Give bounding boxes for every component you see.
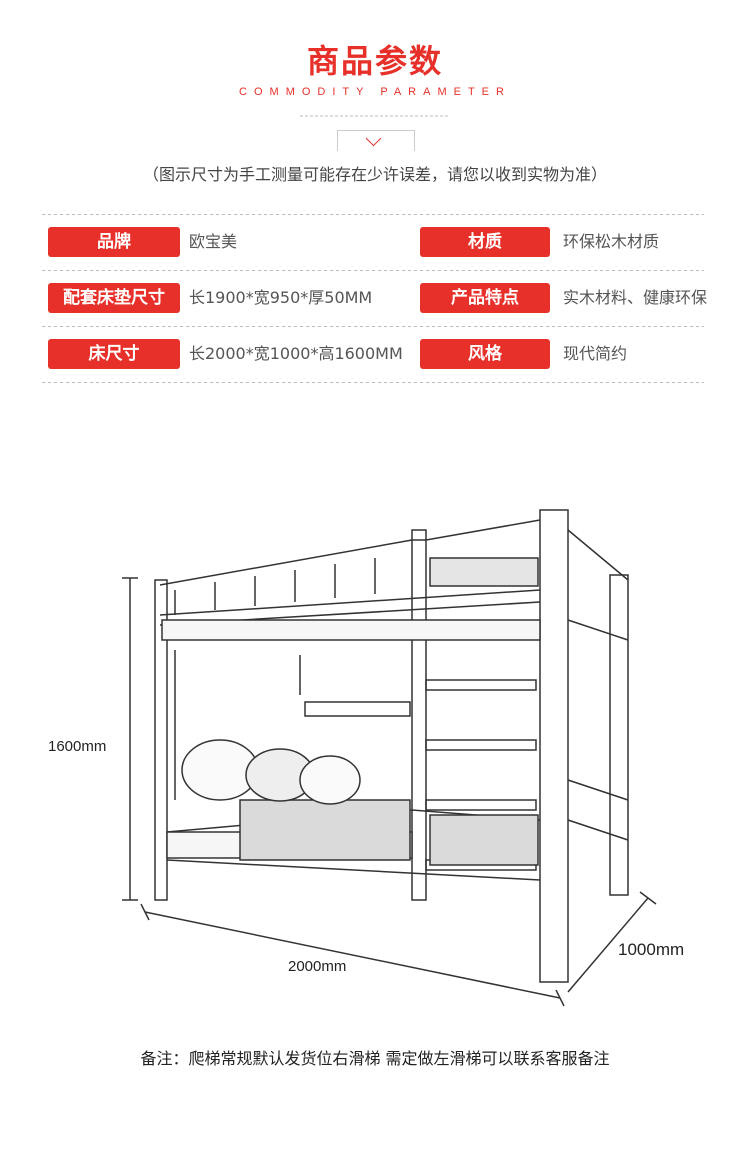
param-value-style: 现代简约 [563,344,628,363]
param-label-material: 材质 [420,227,550,257]
measurement-note: （图示尺寸为手工测量可能存在少许误差，请您以收到实物为准） [142,165,607,184]
decorative-line [300,115,450,117]
param-label-style: 风格 [420,339,550,369]
param-value-brand: 欧宝美 [189,232,238,251]
chevron-box [337,130,415,151]
divider [42,270,704,271]
param-label-brand: 品牌 [48,227,180,257]
height-dimension-label: 1600mm [48,738,107,755]
param-label-bed-size: 床尺寸 [48,339,180,369]
page-subtitle: COMMODITY PARAMETER [239,86,511,98]
param-label-features: 产品特点 [420,283,550,313]
param-value-material: 环保松木材质 [563,232,660,251]
width-dimension-label: 1000mm [618,940,685,959]
param-value-features: 实木材料、健康环保 [563,288,708,307]
divider [42,382,704,383]
ladder-footnote: 备注：爬梯常规默认发货位右滑梯 需定做左滑梯可以联系客服备注 [140,1049,610,1068]
param-value-bed-size: 长2000*宽1000*高1600MM [189,344,403,363]
chevron-down-icon [365,130,382,147]
param-value-mattress-size: 长1900*宽950*厚50MM [189,288,373,307]
length-dimension-label: 2000mm [288,958,347,975]
divider [42,326,704,327]
page-title: 商品参数 [306,42,443,80]
divider [42,214,704,215]
bunk-bed-illustration [122,509,657,1007]
param-label-mattress-size: 配套床垫尺寸 [48,283,180,313]
